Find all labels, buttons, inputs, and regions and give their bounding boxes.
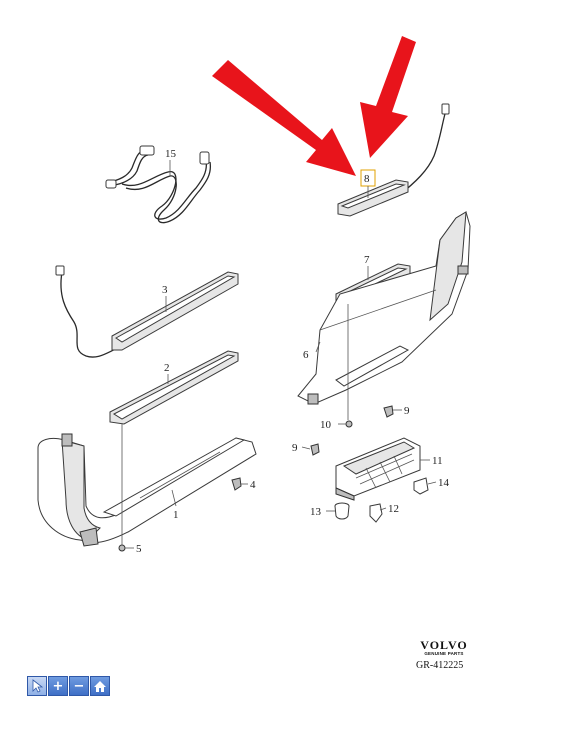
zoom-in-icon[interactable]: + <box>48 676 68 696</box>
part-3-sill-plate <box>55 265 239 358</box>
part-5-screw <box>118 544 126 552</box>
label-9-upper: 9 <box>404 405 410 417</box>
label-6: 6 <box>303 349 309 361</box>
brand-name: VOLVO <box>420 638 468 652</box>
part-9-clip-lower <box>310 443 320 456</box>
part-8-sill-plate <box>337 103 450 217</box>
volvo-logo: VOLVO GENUINE PARTS <box>418 639 470 657</box>
label-8: 8 <box>364 173 370 185</box>
home-icon[interactable] <box>90 676 110 696</box>
label-7: 7 <box>364 254 370 266</box>
label-14: 14 <box>438 477 450 489</box>
label-3: 3 <box>162 284 168 296</box>
label-12: 12 <box>388 503 399 515</box>
label-10: 10 <box>320 419 332 431</box>
part-labels: 15 3 2 1 4 5 8 7 6 10 9 9 11 14 12 13 <box>136 148 450 555</box>
part-13-grommet <box>334 502 350 520</box>
label-1: 1 <box>173 509 179 521</box>
label-9-lower: 9 <box>292 442 298 454</box>
leader-lines <box>121 160 437 549</box>
part-11-bracket <box>335 437 421 501</box>
part-1-scuff-trim <box>37 433 257 547</box>
label-5: 5 <box>136 543 142 555</box>
diagram-reference: GR-412225 <box>416 660 464 671</box>
red-arrow-left <box>212 60 356 176</box>
red-arrow-right <box>360 36 416 158</box>
label-4: 4 <box>250 479 256 491</box>
part-15-harness <box>105 145 212 224</box>
label-15: 15 <box>165 148 177 160</box>
part-14-clip <box>413 477 429 495</box>
part-12-clip <box>369 503 383 523</box>
part-4-clip <box>231 477 242 491</box>
label-11: 11 <box>432 455 443 467</box>
brand-subtitle: GENUINE PARTS <box>424 651 464 656</box>
zoom-toolbar: + − <box>27 676 110 696</box>
part-9-clip-upper <box>383 405 394 418</box>
label-2: 2 <box>164 362 170 374</box>
pointer-icon[interactable] <box>27 676 47 696</box>
highlight-arrows <box>212 36 416 176</box>
part-10-screw <box>345 420 353 428</box>
label-13: 13 <box>310 506 322 518</box>
part-2-sill-plate <box>109 350 239 425</box>
part-6-rear-trim <box>297 211 471 405</box>
zoom-out-icon[interactable]: − <box>69 676 89 696</box>
